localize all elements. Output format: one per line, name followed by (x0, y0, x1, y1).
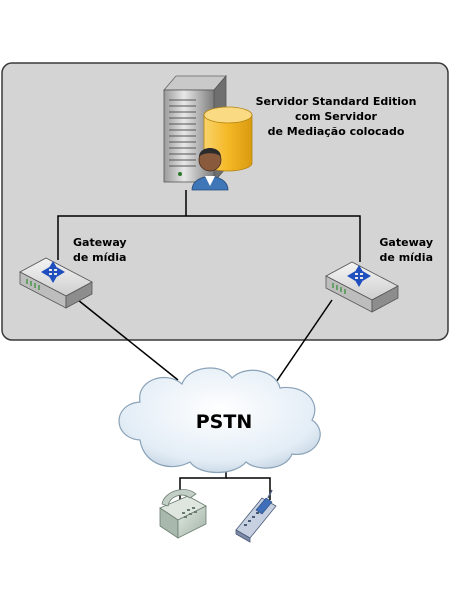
server-label: Servidor Standard Edition com Servidor d… (226, 94, 446, 139)
connection-lines (57, 190, 361, 500)
gateway-left-label: Gateway de mídia (73, 235, 127, 265)
media-gateway-right-icon (325, 261, 399, 313)
gateway-right-label: Gateway de mídia (365, 235, 433, 265)
gateway-right-label-line: de mídia (379, 251, 433, 264)
gateway-right-label-line: Gateway (379, 236, 433, 249)
gateway-left-label-line: de mídia (73, 251, 127, 264)
server-label-line: com Servidor (295, 110, 377, 123)
gateway-left-label-line: Gateway (73, 236, 127, 249)
user-icon (191, 148, 229, 191)
server-label-line: Servidor Standard Edition (255, 95, 417, 108)
pstn-cloud-icon (118, 367, 321, 473)
desk-phone-icon (159, 489, 207, 539)
pstn-label: PSTN (195, 411, 253, 433)
server-label-line: de Mediação colocado (267, 125, 405, 138)
media-gateway-left-icon (19, 257, 93, 309)
mobile-phone-icon (235, 489, 277, 543)
